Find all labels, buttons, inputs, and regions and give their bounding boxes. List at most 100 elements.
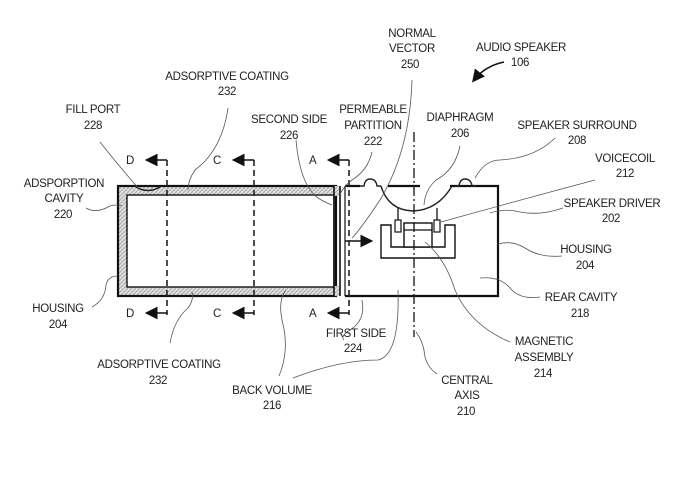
partition-hatch-top — [334, 186, 340, 196]
label-permeable-partition-line2: PARTITION — [344, 120, 402, 132]
label-housing-right: HOUSING 204 — [560, 244, 612, 272]
label-audio-speaker: AUDIO SPEAKER 106 — [476, 42, 566, 69]
section-lines: D C A D C A — [126, 153, 350, 320]
partition-hatch-bottom — [334, 286, 340, 296]
label-fill-port-name: FILL PORT — [66, 104, 121, 116]
magnetic-assembly-yoke — [380, 224, 456, 259]
label-first-side-ref: 224 — [344, 343, 363, 355]
label-adsorption-cavity-line2: CAVITY — [45, 193, 85, 205]
housing-outer-wall — [116, 184, 338, 298]
label-speaker-surround: SPEAKER SURROUND 208 — [517, 120, 636, 147]
label-adsorption-cavity: ADSPORPTION CAVITY 220 — [24, 178, 105, 221]
leader-second-side — [295, 139, 333, 206]
leader-housing-right — [497, 242, 563, 257]
label-fill-port-ref: 228 — [84, 120, 102, 132]
label-adsorptive-coating-bottom-name: ADSORPTIVE COATING — [97, 359, 221, 371]
leader-voicecoil — [440, 179, 596, 223]
label-second-side-name: SECOND SIDE — [251, 114, 328, 126]
label-first-side: FIRST SIDE 224 — [326, 328, 387, 355]
diaphragm — [380, 185, 453, 212]
label-adsorptive-coating-top-name: ADSORPTIVE COATING — [165, 71, 289, 83]
label-diaphragm-ref: 206 — [451, 128, 469, 140]
labels: NORMAL VECTOR 250 AUDIO SPEAKER 106 ADSO… — [24, 28, 661, 418]
leader-adsorptive-coating-top — [187, 107, 229, 191]
label-housing-left-name: HOUSING — [32, 303, 84, 315]
leader-lines — [85, 79, 596, 379]
label-central-axis-line2: AXIS — [454, 390, 480, 402]
label-second-side: SECOND SIDE 226 — [251, 114, 328, 142]
label-central-axis-line1: CENTRAL — [441, 375, 493, 387]
audio-speaker-arrow — [472, 61, 505, 83]
voicecoil-left — [394, 219, 402, 233]
adsorption-cavity — [116, 184, 338, 298]
label-permeable-partition: PERMEABLE PARTITION 222 — [339, 104, 408, 148]
label-speaker-driver-name: SPEAKER DRIVER — [564, 198, 661, 210]
label-rear-cavity: REAR CAVITY 218 — [545, 292, 618, 320]
label-diaphragm: DIAPHRAGM 206 — [427, 112, 494, 140]
leader-speaker-driver — [489, 207, 564, 214]
label-voicecoil-name: VOICECOIL — [595, 153, 656, 165]
label-first-side-name: FIRST SIDE — [326, 328, 387, 340]
label-fill-port: FILL PORT 228 — [66, 104, 121, 132]
label-voicecoil-ref: 212 — [616, 168, 634, 180]
label-diaphragm-name: DIAPHRAGM — [427, 112, 494, 124]
label-audio-speaker-ref: 106 — [511, 57, 529, 69]
label-housing-left: HOUSING 204 — [32, 303, 84, 331]
label-housing-right-ref: 204 — [576, 260, 595, 272]
label-rear-cavity-name: REAR CAVITY — [545, 292, 618, 304]
leader-speaker-surround — [474, 137, 556, 179]
label-magnetic-assembly: MAGNETIC ASSEMBLY 214 — [515, 336, 575, 380]
label-housing-left-ref: 204 — [49, 319, 68, 331]
leader-adsorption-cavity — [85, 204, 123, 211]
leader-first-side — [342, 299, 364, 341]
speaker-surround-left — [360, 178, 381, 187]
label-speaker-surround-name: SPEAKER SURROUND — [517, 120, 636, 132]
section-label-c-top: C — [213, 155, 221, 167]
label-permeable-partition-ref: 222 — [364, 136, 382, 148]
label-magnetic-assembly-line1: MAGNETIC — [515, 336, 573, 348]
label-speaker-driver: SPEAKER DRIVER 202 — [564, 198, 661, 225]
label-central-axis: CENTRAL AXIS 210 — [441, 375, 494, 418]
section-label-d-top: D — [126, 155, 134, 167]
section-label-a-top: A — [309, 155, 317, 167]
label-adsorption-cavity-ref: 220 — [54, 209, 72, 221]
section-label-c-bottom: C — [213, 308, 221, 320]
leader-housing-left — [91, 275, 119, 308]
label-adsorptive-coating-bottom: ADSORPTIVE COATING 232 — [97, 359, 221, 387]
label-rear-cavity-ref: 218 — [571, 308, 589, 320]
leader-back-volume-1 — [278, 289, 287, 377]
section-label-d-bottom: D — [126, 308, 134, 320]
label-housing-right-name: HOUSING — [560, 244, 612, 256]
section-label-a-bottom: A — [309, 308, 317, 320]
magnetic-assembly-pole — [403, 222, 433, 248]
label-back-volume-name: BACK VOLUME — [232, 385, 312, 397]
label-adsorptive-coating-top: ADSORPTIVE COATING 232 — [165, 71, 289, 98]
leader-normal-vector — [351, 79, 413, 239]
label-permeable-partition-line1: PERMEABLE — [339, 104, 407, 116]
label-normal-vector-line1: NORMAL — [388, 28, 436, 40]
label-adsorptive-coating-bottom-ref: 232 — [149, 375, 167, 387]
label-magnetic-assembly-line2: ASSEMBLY — [515, 352, 574, 364]
label-normal-vector-line2: VECTOR — [389, 43, 435, 55]
label-magnetic-assembly-ref: 214 — [534, 368, 553, 380]
leader-back-volume-2 — [292, 289, 399, 379]
leader-diaphragm — [423, 145, 461, 206]
label-adsorption-cavity-line1: ADSPORPTION — [24, 178, 104, 190]
label-normal-vector: NORMAL VECTOR 250 — [388, 28, 437, 71]
label-second-side-ref: 226 — [280, 130, 298, 142]
label-back-volume-ref: 216 — [263, 400, 281, 412]
voicecoil-right — [433, 219, 441, 233]
leader-adsorptive-coating-bottom — [169, 291, 193, 344]
label-adsorptive-coating-top-ref: 232 — [218, 86, 236, 98]
label-audio-speaker-name: AUDIO SPEAKER — [476, 42, 566, 54]
label-back-volume: BACK VOLUME 216 — [232, 385, 313, 412]
speaker-surround-right — [455, 178, 476, 187]
leader-central-axis — [415, 331, 438, 375]
label-normal-vector-ref: 250 — [401, 59, 419, 71]
leader-magnetic-assembly — [424, 241, 511, 343]
leader-permeable-partition — [339, 151, 373, 195]
label-speaker-driver-ref: 202 — [602, 213, 620, 225]
speaker-housing — [345, 178, 500, 298]
label-speaker-surround-ref: 208 — [568, 135, 586, 147]
